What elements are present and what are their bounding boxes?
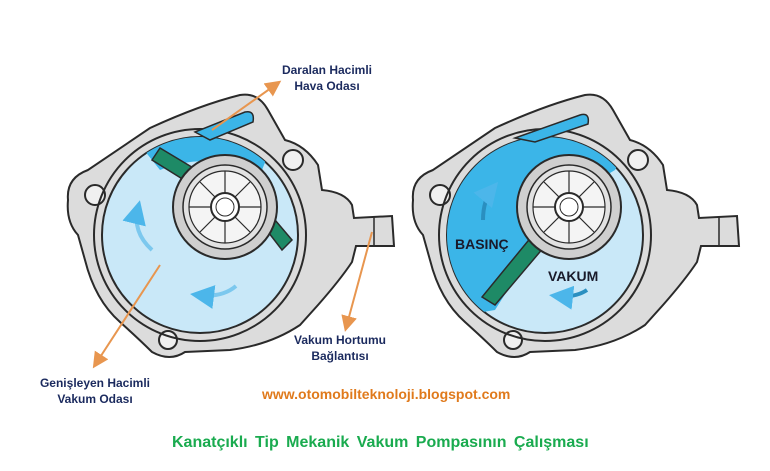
leader-arrow-hose xyxy=(341,231,373,332)
pump-right xyxy=(411,93,740,359)
label-expanding-chamber: Genişleyen Hacimli Vakum Odası xyxy=(20,375,170,407)
label-hose-connection: Vakum Hortumu Bağlantısı xyxy=(275,332,405,364)
label-line: Hava Odası xyxy=(294,79,360,93)
label-pressure: BASINÇ xyxy=(455,236,509,252)
label-vacuum: VAKUM xyxy=(548,268,599,284)
label-line: Genişleyen Hacimli xyxy=(39,376,151,390)
website-url: www.otomobilteknoloji.blogspot.com xyxy=(262,386,511,402)
leader-arrow-expanding xyxy=(92,264,161,369)
leader-arrow-narrowing xyxy=(211,80,282,131)
pump-left xyxy=(66,93,395,359)
label-line: Vakum Odası xyxy=(57,392,133,406)
label-line: Vakum Hortumu xyxy=(293,333,386,347)
diagram-title: Kanatçıklı Tip Mekanik Vakum Pompasının … xyxy=(172,434,589,451)
label-narrowing-chamber: Daralan Hacimli Hava Odası xyxy=(262,62,392,94)
label-line: Bağlantısı xyxy=(311,349,369,363)
label-line: Daralan Hacimli xyxy=(281,63,373,77)
rotation-arrow-icon xyxy=(122,200,154,252)
